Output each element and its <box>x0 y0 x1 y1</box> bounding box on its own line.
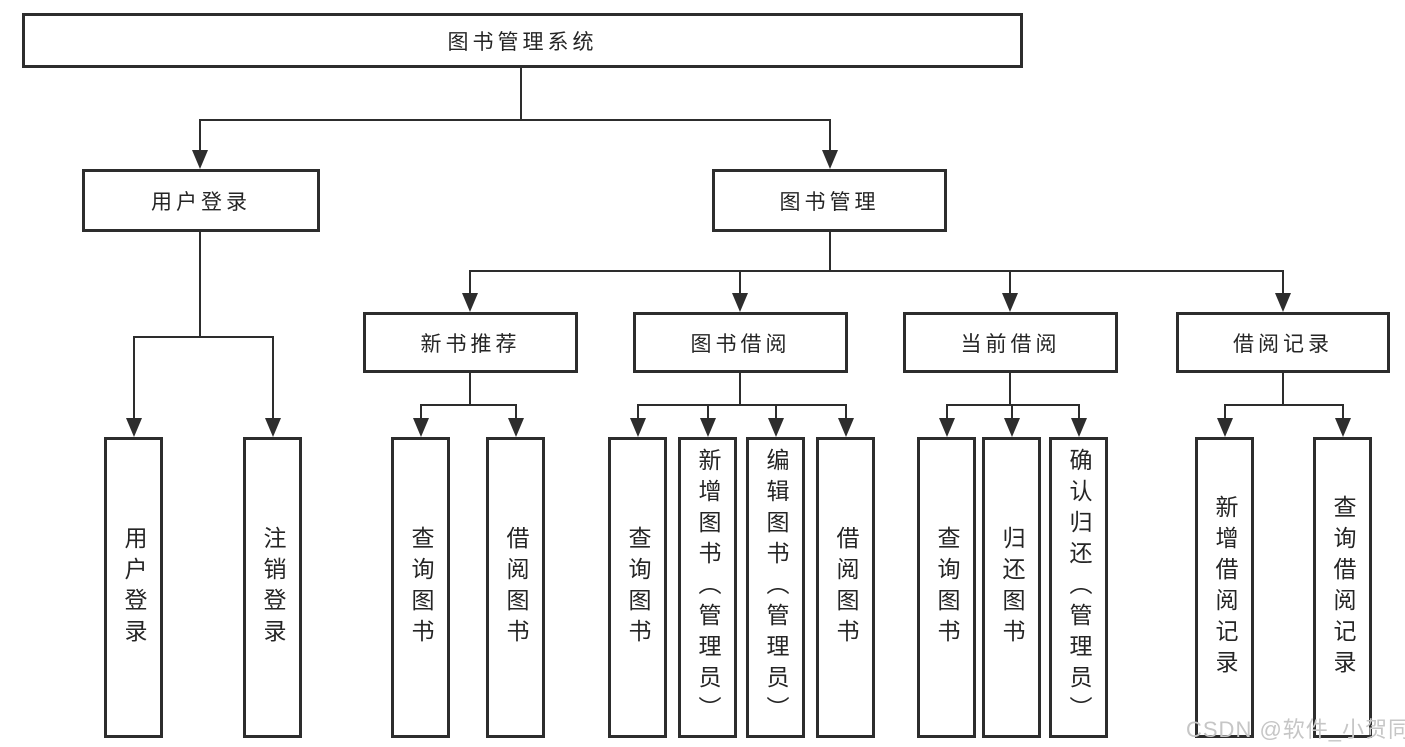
leaf-query-books-2-label: 查询图书 <box>625 525 651 650</box>
connector-drop-user-login <box>199 119 201 153</box>
arrowhead-down-icon <box>462 293 478 312</box>
connector-book-borrow-stem <box>739 373 741 406</box>
arrowhead-down-icon <box>508 418 524 437</box>
connector-drop-leaf <box>707 404 709 422</box>
leaf-add-borrow-record-label: 新增借阅记录 <box>1212 494 1238 681</box>
leaf-confirm-return-admin-label: 确认归还（管理员） <box>1066 448 1092 727</box>
leaf-return-books: 归还图书 <box>982 437 1041 738</box>
arrowhead-down-icon <box>822 150 838 169</box>
leaf-add-book-admin-label: 新增图书（管理员） <box>695 448 721 727</box>
connector-book-mgmt-stem <box>829 232 831 272</box>
arrowhead-down-icon <box>265 418 281 437</box>
connector-borrow-records-stem <box>1282 373 1284 406</box>
arrowhead-down-icon <box>126 418 142 437</box>
arrowhead-down-icon <box>1004 418 1020 437</box>
connector-user-login-rail <box>133 336 274 338</box>
leaf-borrow-books-1-label: 借阅图书 <box>503 525 529 650</box>
connector-drop-leaf <box>1011 404 1013 422</box>
arrowhead-down-icon <box>1217 418 1233 437</box>
connector-root-stem <box>520 68 522 120</box>
node-root: 图书管理系统 <box>22 13 1023 68</box>
node-book-management: 图书管理 <box>712 169 947 232</box>
connector-drop-leaf <box>946 404 948 422</box>
node-book-borrow: 图书借阅 <box>633 312 848 373</box>
connector-level2-rail <box>469 270 1284 272</box>
leaf-add-book-admin: 新增图书（管理员） <box>678 437 737 738</box>
leaf-user-login: 用户登录 <box>104 437 163 738</box>
leaf-add-borrow-record: 新增借阅记录 <box>1195 437 1254 738</box>
arrowhead-down-icon <box>192 150 208 169</box>
arrowhead-down-icon <box>1335 418 1351 437</box>
connector-new-book-stem <box>469 373 471 406</box>
leaf-logout: 注销登录 <box>243 437 302 738</box>
connector-borrow-records-rail <box>1224 404 1344 406</box>
connector-drop-leaf <box>1342 404 1344 422</box>
arrowhead-down-icon <box>838 418 854 437</box>
leaf-query-books-2: 查询图书 <box>608 437 667 738</box>
connector-current-borrow-rail <box>946 404 1080 406</box>
connector-drop-leaf <box>1078 404 1080 422</box>
arrowhead-down-icon <box>768 418 784 437</box>
connector-drop-leaf-logout <box>272 336 274 422</box>
arrowhead-down-icon <box>939 418 955 437</box>
leaf-query-borrow-record: 查询借阅记录 <box>1313 437 1372 738</box>
node-new-book-recommend: 新书推荐 <box>363 312 578 373</box>
connector-drop-borrow-records <box>1282 270 1284 296</box>
connector-book-borrow-rail <box>637 404 847 406</box>
node-root-label: 图书管理系统 <box>447 30 598 54</box>
leaf-borrow-books-1: 借阅图书 <box>486 437 545 738</box>
connector-drop-leaf <box>1224 404 1226 422</box>
leaf-logout-label: 注销登录 <box>260 525 286 650</box>
connector-drop-leaf <box>420 404 422 422</box>
leaf-query-books-1-label: 查询图书 <box>408 525 434 650</box>
connector-level1-rail <box>199 119 831 121</box>
leaf-query-books-3-label: 查询图书 <box>934 525 960 650</box>
leaf-return-books-label: 归还图书 <box>999 525 1025 650</box>
node-book-management-label: 图书管理 <box>779 190 880 214</box>
connector-drop-book-management <box>829 119 831 153</box>
leaf-query-books-1: 查询图书 <box>391 437 450 738</box>
leaf-borrow-books-2: 借阅图书 <box>816 437 875 738</box>
connector-drop-leaf <box>775 404 777 422</box>
node-borrow-records-label: 借阅记录 <box>1233 332 1333 356</box>
arrowhead-down-icon <box>413 418 429 437</box>
connector-drop-leaf <box>515 404 517 422</box>
node-book-borrow-label: 图书借阅 <box>690 332 791 356</box>
connector-drop-current-borrow <box>1009 270 1011 296</box>
leaf-edit-book-admin-label: 编辑图书（管理员） <box>763 448 789 727</box>
leaf-query-borrow-record-label: 查询借阅记录 <box>1330 494 1356 681</box>
arrowhead-down-icon <box>1071 418 1087 437</box>
arrowhead-down-icon <box>700 418 716 437</box>
connector-user-login-stem <box>199 232 201 337</box>
arrowhead-down-icon <box>1275 293 1291 312</box>
leaf-user-login-label: 用户登录 <box>121 525 147 650</box>
node-current-borrow-label: 当前借阅 <box>960 332 1061 356</box>
node-user-login-label: 用户登录 <box>151 190 251 214</box>
leaf-borrow-books-2-label: 借阅图书 <box>833 525 859 650</box>
arrowhead-down-icon <box>630 418 646 437</box>
connector-drop-leaf-user-login <box>133 336 135 422</box>
leaf-edit-book-admin: 编辑图书（管理员） <box>746 437 805 738</box>
leaf-confirm-return-admin: 确认归还（管理员） <box>1049 437 1108 738</box>
connector-new-book-rail <box>420 404 517 406</box>
node-new-book-recommend-label: 新书推荐 <box>420 332 521 356</box>
node-borrow-records: 借阅记录 <box>1176 312 1390 373</box>
connector-current-borrow-stem <box>1009 373 1011 406</box>
node-current-borrow: 当前借阅 <box>903 312 1118 373</box>
connector-drop-leaf <box>637 404 639 422</box>
arrowhead-down-icon <box>1002 293 1018 312</box>
connector-drop-leaf <box>845 404 847 422</box>
csdn-watermark: CSDN @软件_小贺同学 <box>1186 717 1405 742</box>
connector-drop-book-borrow <box>739 270 741 296</box>
leaf-query-books-3: 查询图书 <box>917 437 976 738</box>
connector-drop-new-book-recommend <box>469 270 471 296</box>
arrowhead-down-icon <box>732 293 748 312</box>
node-user-login: 用户登录 <box>82 169 320 232</box>
